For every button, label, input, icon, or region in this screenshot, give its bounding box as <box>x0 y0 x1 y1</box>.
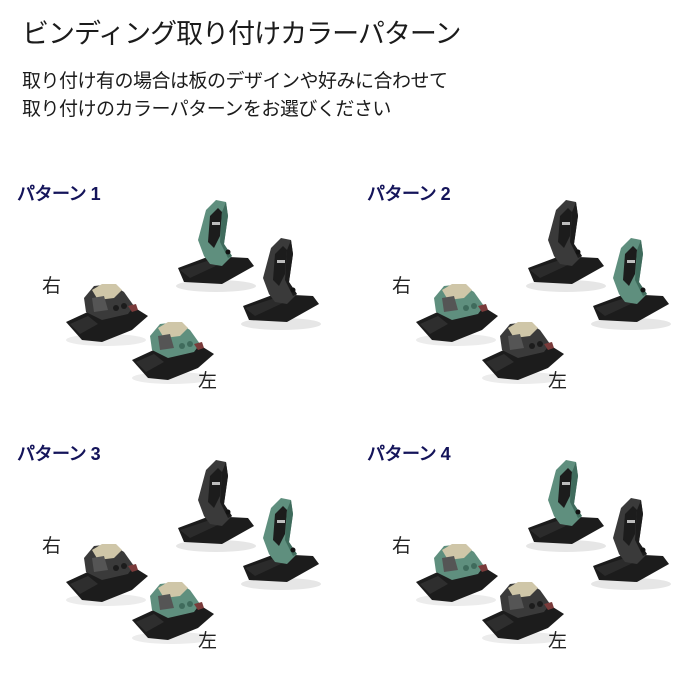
right-side-label: 右 <box>42 275 62 297</box>
pattern-label: パターン 3 <box>17 444 101 464</box>
heel-piece-black <box>585 494 675 594</box>
heel-piece-black <box>235 234 325 334</box>
heel-piece-green <box>520 456 610 556</box>
toe-piece-left-black <box>478 574 568 646</box>
heel-piece-green <box>585 234 675 334</box>
pattern-3: パターン 3 <box>0 436 350 696</box>
left-side-label: 左 <box>198 370 218 392</box>
left-side-label: 左 <box>548 370 568 392</box>
heel-piece-green <box>170 196 260 296</box>
right-side-label: 右 <box>42 535 62 557</box>
toe-piece-left-green <box>128 574 218 646</box>
left-side-label: 左 <box>198 630 218 652</box>
toe-piece-right-black <box>62 536 152 608</box>
pattern-1: パターン 1 <box>0 176 350 436</box>
pattern-label: パターン 1 <box>17 184 101 204</box>
heel-piece-black <box>520 196 610 296</box>
pattern-2: パターン 2 <box>350 176 700 436</box>
pattern-label: パターン 4 <box>367 444 451 464</box>
toe-piece-left-black <box>478 314 568 386</box>
toe-piece-left-green <box>128 314 218 386</box>
right-side-label: 右 <box>392 535 412 557</box>
pattern-label: パターン 2 <box>367 184 451 204</box>
left-side-label: 左 <box>548 630 568 652</box>
page-title: ビンディング取り付けカラーパターン <box>22 19 461 50</box>
heel-piece-black <box>170 456 260 556</box>
toe-piece-right-green <box>412 536 502 608</box>
pattern-4: パターン 4 <box>350 436 700 696</box>
toe-piece-right-black <box>62 276 152 348</box>
instruction-line-2: 取り付けのカラーパターンをお選びください <box>22 98 391 120</box>
toe-piece-right-green <box>412 276 502 348</box>
heel-piece-green <box>235 494 325 594</box>
right-side-label: 右 <box>392 275 412 297</box>
instruction-line-1: 取り付け有の場合は板のデザインや好みに合わせて <box>22 70 448 92</box>
